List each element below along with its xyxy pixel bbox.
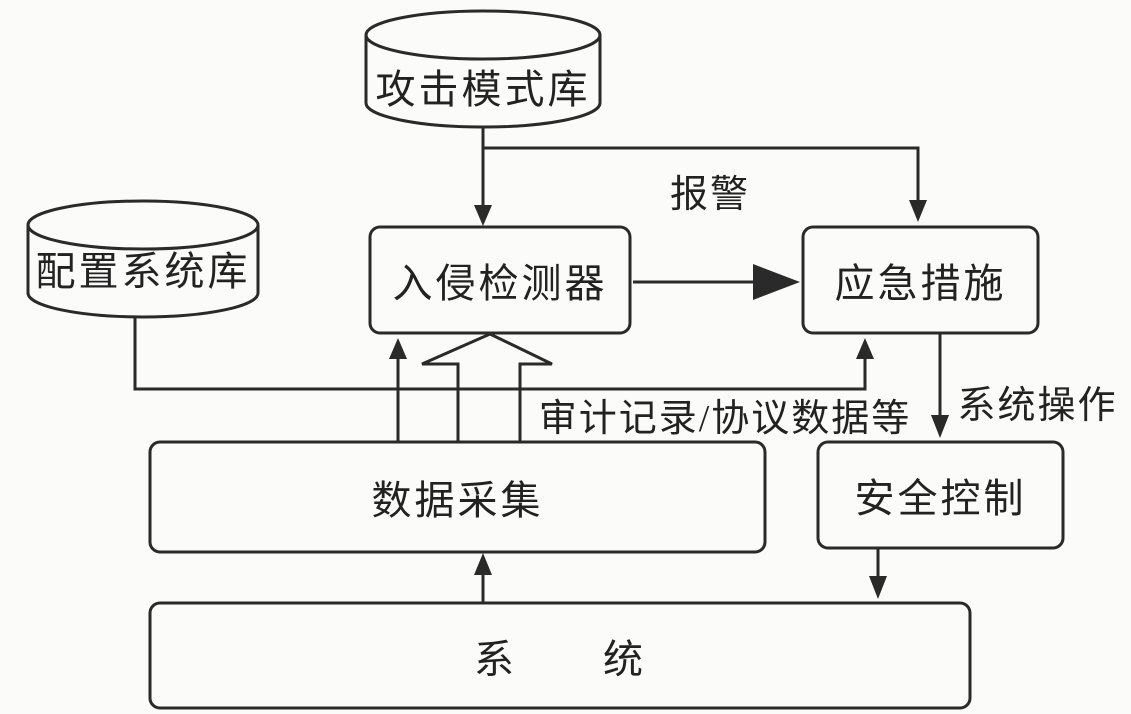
edge-control-to-system (869, 549, 887, 599)
control-box-shape (816, 440, 1065, 550)
edge-system-to-collector (474, 553, 492, 602)
edge-configdb-and-audit-bus (133, 316, 874, 391)
edge-attackdb-to-detector (474, 127, 492, 226)
edge-attackdb-to-response-alarm (483, 146, 927, 222)
config-db-cylinder-shape (26, 199, 260, 319)
detector-box-shape (368, 225, 632, 335)
system-box-shape (148, 601, 972, 710)
response-box-shape (801, 225, 1040, 335)
edge-response-to-control (931, 334, 949, 438)
edge-detector-to-response (633, 264, 800, 300)
attack-db-cylinder-shape (364, 9, 602, 129)
collector-box-shape (148, 440, 767, 554)
edge-collector-to-detector-thin (389, 338, 407, 442)
